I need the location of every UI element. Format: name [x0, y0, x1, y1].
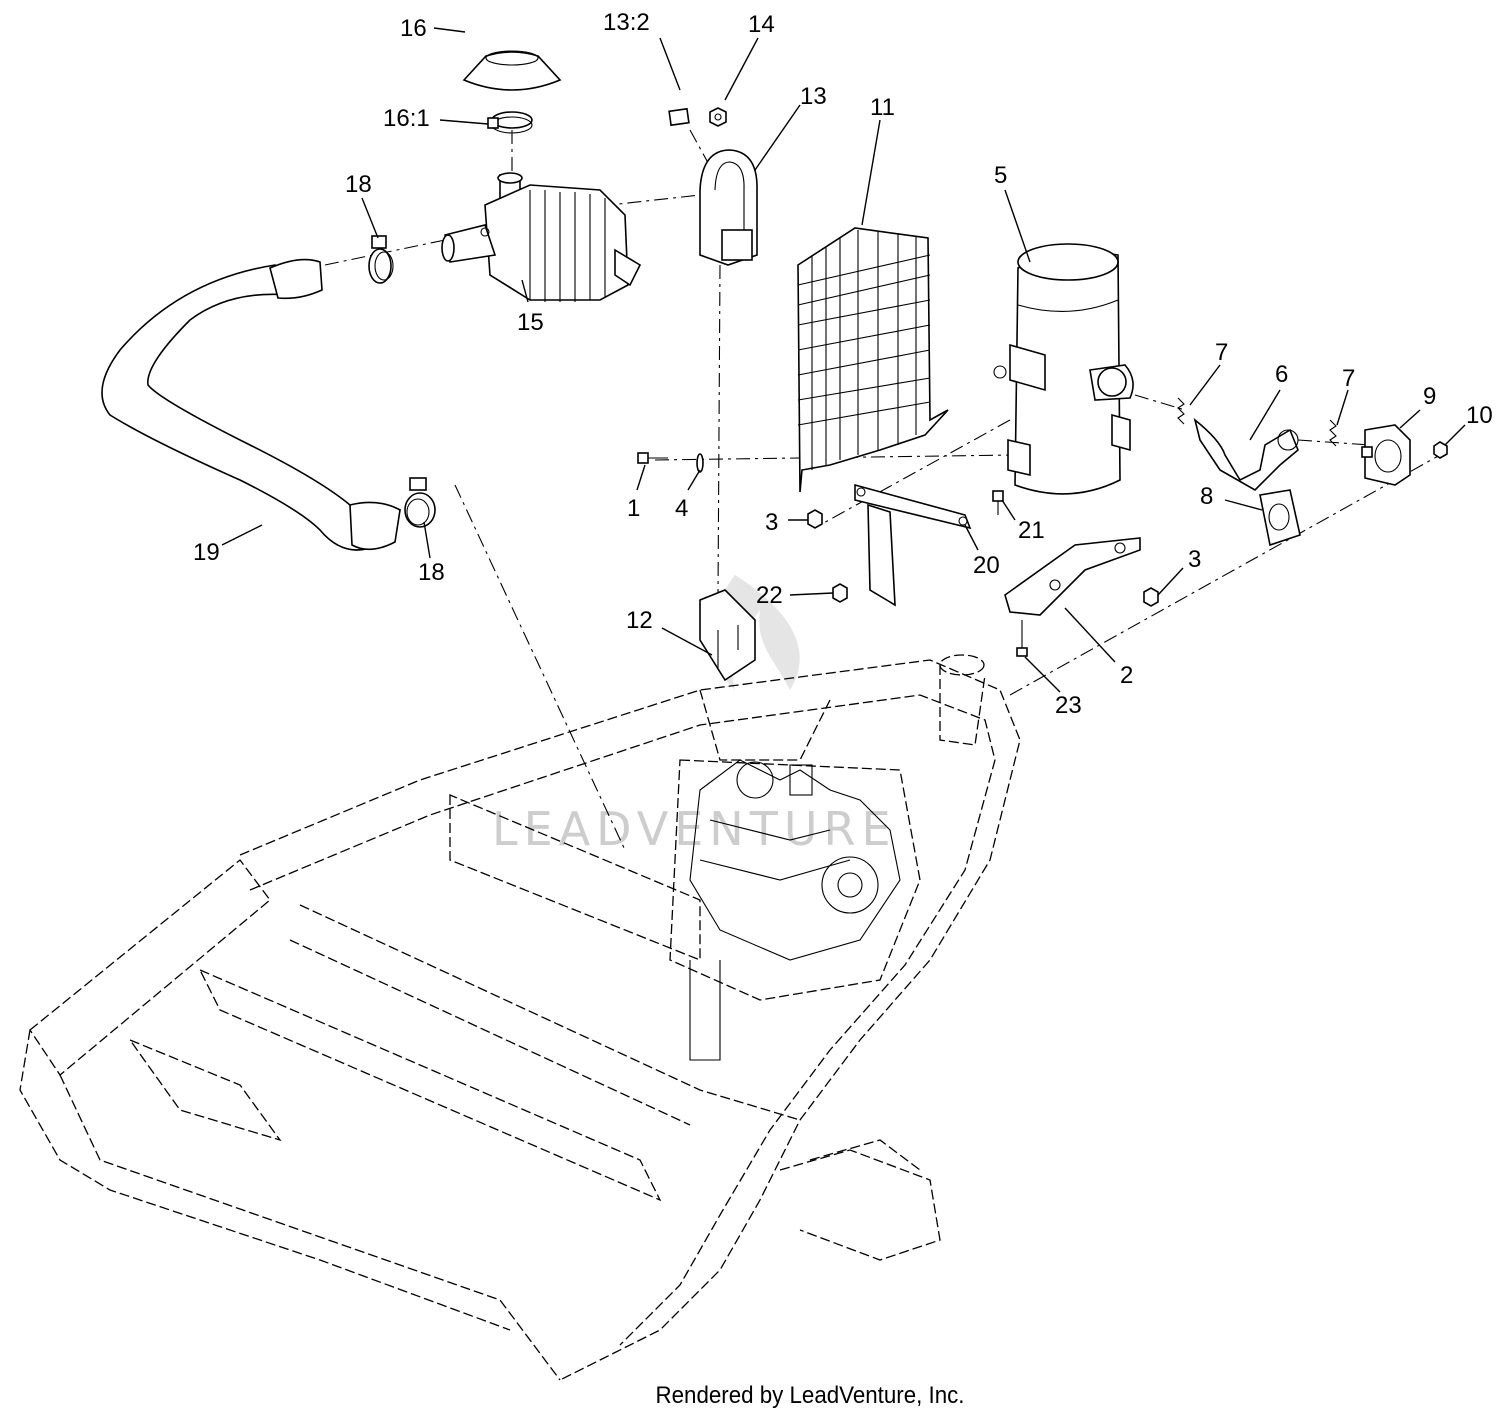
washer-4	[696, 453, 704, 473]
callout-13-2: 13:2	[603, 9, 650, 36]
air-cleaner-cap	[462, 50, 562, 91]
muffler	[993, 243, 1134, 495]
mower-frame	[19, 654, 1021, 1381]
hose-clamp-upper	[368, 235, 394, 284]
callout-11: 11	[870, 94, 895, 121]
callout-22: 22	[756, 582, 783, 609]
callout-9: 9	[1423, 383, 1436, 410]
leader-lines	[221, 27, 1466, 693]
callout-5: 5	[994, 162, 1007, 189]
credit-footer: Rendered by LeadVenture, Inc.	[655, 1382, 965, 1409]
callout-8: 8	[1200, 483, 1213, 510]
muffler-bracket	[1004, 537, 1141, 616]
exhaust-gasket	[1259, 489, 1301, 547]
watermark: LEADVENTURE	[492, 575, 897, 856]
callout-16: 16	[400, 15, 427, 42]
cap-clamp	[487, 111, 533, 134]
exhaust-flange	[1361, 424, 1411, 486]
callout-20: 20	[973, 552, 1000, 579]
engine	[669, 759, 921, 1061]
exhaust-pipe	[1193, 417, 1299, 491]
spring-left	[1177, 397, 1185, 425]
callout-4: 4	[675, 495, 688, 522]
spring-right	[1329, 419, 1337, 447]
screw-21	[992, 490, 1004, 515]
mounting-band	[699, 149, 758, 266]
watermark-text: LEADVENTURE	[492, 802, 897, 856]
support-strap	[854, 483, 972, 607]
screw-23	[1016, 620, 1028, 657]
hose-clamp-lower	[404, 477, 436, 528]
intake-hose	[101, 258, 402, 551]
callout-13: 13	[800, 83, 827, 110]
callout-15: 15	[517, 309, 544, 336]
callout-7-right: 7	[1342, 365, 1355, 392]
bolt-1	[637, 452, 668, 464]
mounting-bracket-12	[699, 589, 756, 682]
band-pad	[668, 107, 690, 127]
callout-23: 23	[1055, 692, 1082, 719]
callout-12: 12	[626, 607, 653, 634]
callout-16-1: 16:1	[383, 105, 430, 132]
muffler-guard	[797, 227, 949, 493]
callout-1: 1	[627, 495, 640, 522]
callout-18-lower: 18	[418, 559, 445, 586]
nut-3-right	[1143, 587, 1159, 607]
callout-19: 19	[193, 539, 220, 566]
callout-21: 21	[1018, 517, 1045, 544]
callout-6: 6	[1275, 361, 1288, 388]
callout-18-upper: 18	[345, 171, 372, 198]
nut-3-left	[807, 509, 823, 529]
band-nut	[709, 107, 727, 127]
nut-22	[832, 583, 848, 603]
callout-3-left: 3	[765, 509, 778, 536]
flange-nut	[1433, 441, 1448, 459]
callout-10: 10	[1466, 402, 1493, 429]
callout-labels: 16 13:2 14 13 11 16:1 18 15 5 7 6 7 9 10…	[193, 9, 1493, 719]
callout-2: 2	[1120, 662, 1133, 689]
air-cleaner-assembly	[441, 172, 642, 302]
callout-7-left: 7	[1215, 339, 1228, 366]
callout-3-right: 3	[1188, 546, 1201, 573]
callout-14: 14	[748, 11, 775, 38]
